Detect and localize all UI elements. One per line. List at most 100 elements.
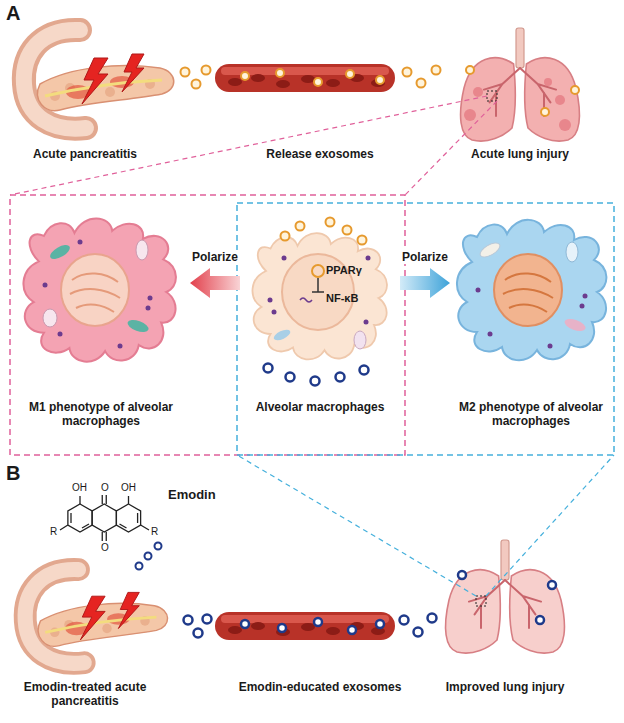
figure-node: Alveolar macrophages [240,205,400,414]
educated-exosome [348,626,356,634]
educated-exosome [194,629,203,638]
emodin-structure [60,495,149,541]
m1-macrophage [23,218,175,361]
alveolar-macrophage [360,366,369,375]
educated-exosome [184,616,193,625]
m1-macrophage [146,306,151,311]
inflammation-spot [464,109,476,121]
educated-exosome [414,628,423,637]
exosome [571,86,579,94]
emodin-structure [60,495,149,541]
figure-node: M2 phenotype of alveolar macrophages [450,205,612,428]
exosome [376,76,384,84]
figure-node: Improved lung injury [430,515,580,694]
emodin-particle [136,543,162,570]
exosome [202,66,211,75]
exosome [417,79,426,88]
alveolar-macrophage [354,331,366,349]
alveolar-macrophage [268,298,273,303]
alveolar-macrophage [268,256,371,325]
alveolar-macrophage [281,218,367,245]
exosome [346,70,354,78]
figure-node: Emodin-educated exosomes [230,600,410,694]
alveolar-macrophage [364,320,369,325]
educated-exosome [458,571,466,579]
zoom-leader-line [486,455,614,596]
m2-macrophage [478,240,502,260]
m2-macrophage [476,288,481,293]
inflammation-spot [544,78,552,86]
m2-macrophage [476,288,588,349]
alveolar-macrophage [300,298,312,302]
alveolar-macrophage [282,256,287,261]
node-caption: Improved lung injury [430,680,580,694]
atom-label: OH [72,482,87,494]
lung-illustration [461,28,580,141]
figure-node: Release exosomes [255,50,385,161]
node-caption: Acute lung injury [440,147,600,161]
edge-label: Polarize [190,250,240,264]
alveolar-macrophage [281,232,290,241]
exosome [181,66,580,117]
alveolar-macrophage [336,373,345,382]
node-caption: M2 phenotype of alveolar macrophages [450,400,612,428]
polarize-arrow [190,268,240,298]
m2-macrophage [563,317,587,334]
educated-exosome [428,614,437,623]
educated-exosome [376,620,384,628]
panel-letter: A [6,2,20,25]
m1-macrophage [136,240,148,260]
exosome [192,80,201,89]
m2-macrophage [583,294,588,299]
alveolar-macrophage [311,377,320,386]
m1-macrophage [148,296,153,301]
figure-node: Acute lung injury [440,20,600,161]
m1-macrophage [78,240,83,245]
blood-vessel [215,64,395,92]
exosome [314,78,322,86]
emodin-structure [92,504,116,532]
exosome [241,72,249,80]
figure-node: Emodin-treated acute pancreatitis [10,560,160,708]
m2-macrophage [580,304,585,309]
node-caption: Alveolar macrophages [240,400,400,414]
inflammation-spot [559,119,571,131]
alveolar-macrophage [312,278,324,292]
m2-macrophage [488,332,493,337]
panel-letter: B [6,462,20,485]
alveolar-macrophage [264,364,273,373]
alveolar-macrophage [296,222,305,231]
inflammation-spot [464,78,571,131]
educated-exosome [314,618,322,626]
lung-illustration [446,540,565,653]
emodin-particle [155,543,162,550]
educated-exosome [548,581,556,589]
dashed-frame [237,203,614,455]
m2-macrophage [566,242,578,262]
m1-macrophage [58,332,63,337]
edge-label: Polarize [400,250,450,264]
emodin-particle [136,563,143,570]
exosome [181,68,190,77]
m1-macrophage [61,254,129,326]
atom-label: R [151,526,158,538]
zoom-leader-line [10,96,487,195]
dashed-frame [10,195,405,455]
alveolar-macrophage [343,226,352,235]
m1-macrophage [48,242,72,262]
m1-macrophage [43,240,153,349]
m1-macrophage [43,283,48,288]
atom-label: OH [121,482,136,494]
educated-exosome [241,620,249,628]
atom-label: R [50,526,57,538]
figure-node: Acute pancreatitis [20,20,150,161]
zoom-square [476,596,486,606]
alveolar-macrophage [312,265,324,277]
protein-label: PPARγ [326,264,362,277]
m2-macrophage [548,344,553,349]
m2-macrophage [457,220,606,360]
